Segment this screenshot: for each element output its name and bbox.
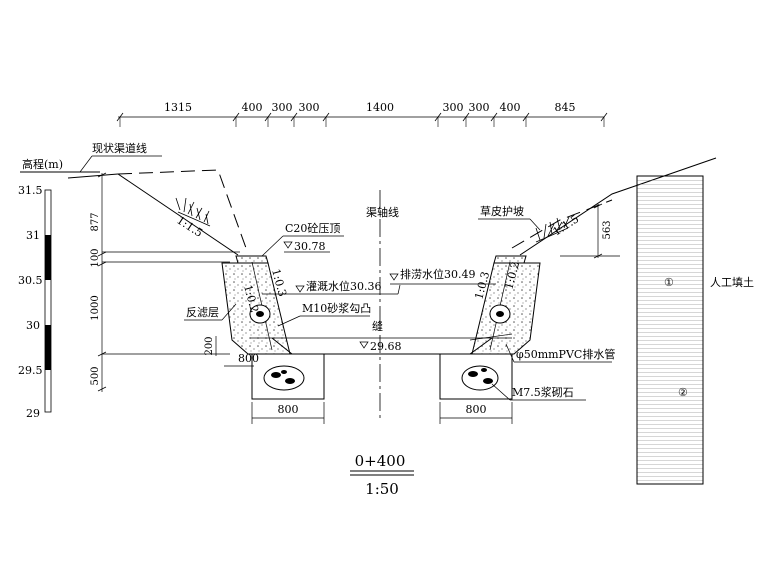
right-wall: 1:0.3 1:0.2 [471, 255, 541, 355]
elevation-scale: 高程(m) 31.5 31 30.5 30 29.5 29 [18, 157, 100, 420]
station-label: 0+400 [355, 452, 406, 470]
vdim-100: 100 [90, 248, 101, 267]
pvc-pipe-annotation: φ50mmPVC排水管 [469, 333, 615, 363]
mortar-joint-label: M10砂浆勾凸 [302, 301, 371, 315]
channel-axis-label: 渠轴线 [366, 205, 399, 219]
top-dim-3: 300 [272, 101, 293, 114]
turf-label: 草皮护坡 [480, 204, 524, 218]
water-levels: 灌溉水位30.36 排涝水位30.49 [262, 267, 496, 295]
drainage-level-label: 排涝水位30.49 [400, 267, 476, 281]
vdim-563: 563 [602, 220, 613, 239]
pvc-pipe-label: φ50mmPVC排水管 [516, 347, 615, 361]
elev-tick-30: 30 [26, 319, 40, 332]
left-vertical-dims: 877 100 1000 200 500 [90, 172, 240, 392]
fill-circle-2: ② [678, 386, 688, 399]
top-dimension-chain: 1315 400 300 300 1400 300 300 400 845 [116, 101, 608, 127]
bottom-elevation: 29.68 [359, 340, 402, 353]
left-footing [251, 353, 325, 400]
fill-circle-1: ① [664, 276, 674, 289]
bottom-dim-left: 800 [278, 403, 299, 416]
fill-block: ① ② 人工填土 [636, 175, 754, 485]
coping-label: C20砼压顶 [285, 222, 340, 235]
grass-right [535, 216, 570, 243]
left-wall: 1:0.3 1:0.2 [221, 255, 291, 355]
bottom-dim-right: 800 [466, 403, 487, 416]
vdim-200: 200 [204, 336, 215, 355]
vdim-500: 500 [90, 366, 101, 385]
top-dim-1: 1315 [164, 101, 192, 114]
mortar-joint-char: 缝 [372, 319, 383, 333]
top-dim-7: 300 [469, 101, 490, 114]
elev-tick-29-5: 29.5 [18, 364, 43, 377]
elev-tick-31-5: 31.5 [18, 184, 43, 197]
filter-layer-annotation: 反滤层 [184, 303, 237, 321]
bottom-dims: 800 800 800 [224, 352, 513, 424]
elev-tick-29: 29 [26, 407, 40, 420]
existing-channel-label: 现状渠道线 [92, 141, 147, 155]
fill-label: 人工填土 [710, 275, 754, 289]
step-dim-800: 800 [238, 352, 259, 365]
coping-elev: 30.78 [294, 240, 326, 253]
grass-left [175, 197, 211, 227]
top-dim-6: 300 [443, 101, 464, 114]
top-dim-4: 300 [299, 101, 320, 114]
masonry-annotation: M7.5浆砌石 [491, 383, 586, 401]
top-dim-8: 400 [500, 101, 521, 114]
slope-outer-left: 1:1.5 [174, 214, 205, 240]
top-dim-2: 400 [242, 101, 263, 114]
vdim-877: 877 [90, 212, 101, 231]
bottom-elev-label: 29.68 [370, 340, 402, 353]
vdim-1000: 1000 [90, 295, 101, 320]
right-footing [439, 353, 513, 400]
scale-label: 1:50 [365, 480, 399, 498]
channel-axis: 渠轴线 [366, 190, 399, 420]
elev-tick-30-5: 30.5 [18, 274, 43, 287]
top-dim-9: 845 [555, 101, 576, 114]
irrigation-level-label: 灌溉水位30.36 [306, 279, 382, 293]
section-title: 0+400 1:50 [350, 452, 414, 498]
elev-tick-31: 31 [26, 229, 40, 242]
slope-outer-right: 1:1.5 [551, 212, 582, 238]
filter-layer-label: 反滤层 [186, 306, 219, 319]
existing-ground-right: 草皮护坡 1:1.5 563 [478, 157, 717, 259]
existing-ground: 现状渠道线 1:1.5 [67, 141, 247, 256]
masonry-label: M7.5浆砌石 [512, 385, 574, 399]
coping-annotation: C20砼压顶 30.78 [261, 222, 344, 257]
elevation-scale-title: 高程(m) [22, 157, 63, 171]
top-dim-5: 1400 [366, 101, 394, 114]
mortar-joint-annotation: M10砂浆勾凸 缝 [277, 301, 383, 333]
